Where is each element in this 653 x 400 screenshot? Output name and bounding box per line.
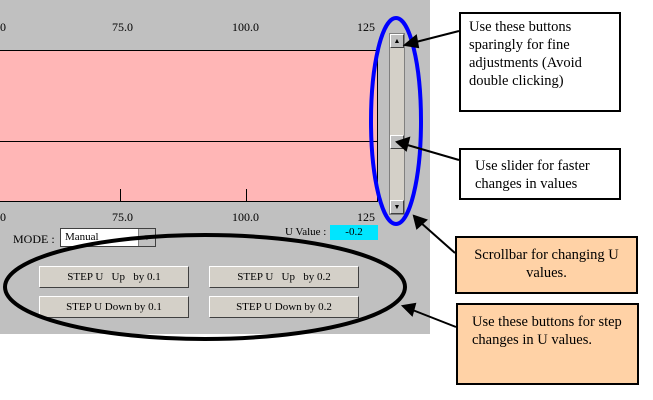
triangle-down-icon: ▼ — [393, 203, 401, 211]
u-scrollbar[interactable]: ▲ ▼ — [389, 33, 405, 215]
step-down-0.1-button[interactable]: STEP U Down by 0.1 — [39, 296, 189, 318]
top-tick-3: 125 — [357, 20, 375, 34]
bottom-tick-0: 0 — [0, 210, 6, 224]
top-tick-2: 100.0 — [232, 20, 259, 34]
top-tick-0: 0 — [0, 20, 6, 34]
callout-scrollbar: Scrollbar for changing U values. — [455, 236, 638, 294]
scroll-up-button[interactable]: ▲ — [390, 34, 404, 48]
callout-fine-adjust: Use these buttons sparingly for fine adj… — [459, 12, 621, 112]
scroll-down-button[interactable]: ▼ — [390, 200, 404, 214]
plot-tick-mark — [246, 189, 247, 201]
step-up-0.1-button[interactable]: STEP U Up by 0.1 — [39, 266, 189, 288]
bottom-tick-2: 100.0 — [232, 210, 259, 224]
u-value-label: U Value : — [285, 226, 327, 238]
mode-select-value: Manual — [65, 231, 99, 243]
top-tick-1: 75.0 — [112, 20, 133, 34]
callout-slider: Use slider for faster changes in values — [459, 148, 621, 200]
mode-label: MODE : — [13, 232, 55, 246]
triangle-up-icon: ▲ — [393, 37, 401, 45]
chevron-down-icon[interactable]: ▼ — [138, 229, 155, 246]
step-up-0.2-button[interactable]: STEP U Up by 0.2 — [209, 266, 359, 288]
plot-tick-mark — [120, 189, 121, 201]
callout-step-buttons: Use these buttons for step changes in U … — [456, 303, 639, 385]
mode-select[interactable]: Manual ▼ — [60, 228, 156, 247]
step-down-0.2-button[interactable]: STEP U Down by 0.2 — [209, 296, 359, 318]
u-value-display: -0.2 — [330, 225, 378, 240]
trend-plot — [0, 50, 378, 202]
trend-line — [0, 141, 377, 142]
bottom-tick-3: 125 — [357, 210, 375, 224]
bottom-tick-1: 75.0 — [112, 210, 133, 224]
scroll-thumb[interactable] — [390, 135, 404, 149]
